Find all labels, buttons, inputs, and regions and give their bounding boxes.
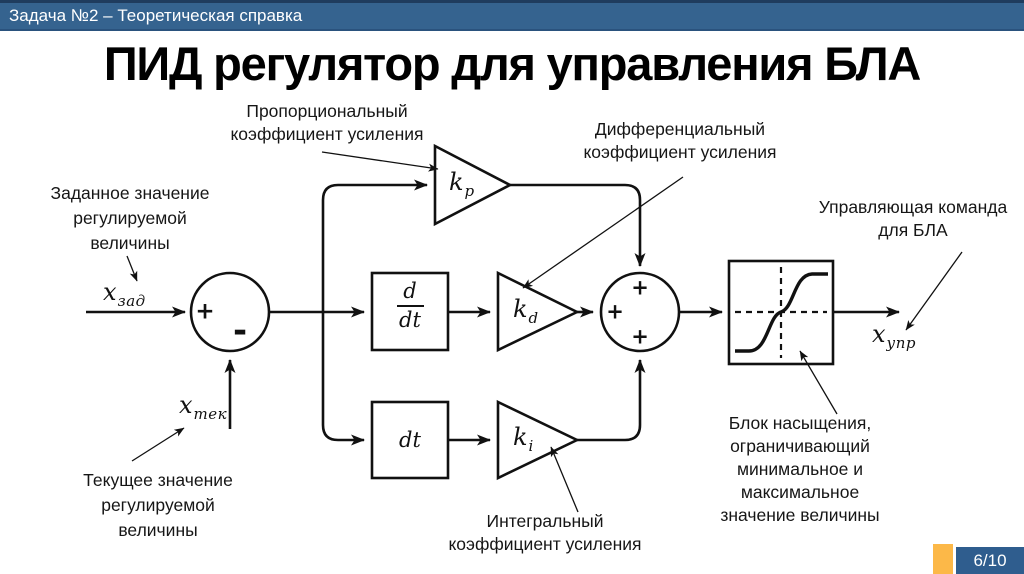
math-x-setpoint-base: x — [103, 278, 117, 306]
math-x-current-base: x — [179, 391, 193, 419]
integral-block — [370, 400, 450, 480]
math-integral-dt: dt — [399, 428, 421, 452]
kp-out-line — [510, 183, 646, 267]
math-x-setpoint: xзад — [103, 279, 146, 314]
page-number: 6/10 — [973, 550, 1007, 570]
kd-gain-triangle — [496, 270, 580, 353]
math-ki-base: k — [513, 423, 528, 451]
page-title: ПИД регулятор для управления БЛА — [103, 37, 922, 90]
math-kp-sub: p — [464, 182, 475, 200]
math-x-current: xтек — [179, 392, 227, 427]
page-number-badge: 6/10 — [956, 547, 1024, 574]
label-setpoint: Заданное значение регулируемой величины — [50, 183, 210, 253]
label-proportional-gain: Пропорциональный коэффициент усиления — [230, 101, 424, 144]
command-pointer-arrow — [905, 251, 963, 331]
math-derivative-denominator: dt — [399, 308, 421, 332]
math-kd-base: k — [513, 295, 528, 323]
branch-up-line — [321, 179, 428, 312]
math-ki: ki — [513, 424, 534, 459]
footer-accent-bar — [933, 544, 953, 574]
sum1-minus-sign: - — [232, 311, 248, 351]
math-kp: kp — [449, 169, 475, 204]
integral-pointer-arrow — [550, 446, 579, 513]
ki-gain-triangle — [496, 399, 580, 481]
current-pointer-arrow — [131, 427, 185, 462]
kp-gain-triangle — [433, 143, 513, 227]
math-derivative-numerator: d — [403, 279, 417, 303]
sum2-left-plus-sign: + — [606, 299, 624, 324]
label-integral-gain: Интегральный коэффициент усиления — [448, 511, 642, 554]
math-kd: kd — [513, 296, 539, 331]
math-x-output-sub: упр — [886, 334, 917, 352]
label-control-command: Управляющая команда для БЛА — [818, 197, 1008, 240]
math-ki-sub: i — [528, 437, 534, 455]
math-x-setpoint-sub: зад — [117, 292, 146, 310]
sum2-top-plus-sign: + — [631, 275, 649, 300]
label-current-value: Текущее значение регулируемой величины — [83, 470, 233, 540]
math-x-current-sub: тек — [193, 405, 228, 423]
ki-out-line — [577, 359, 646, 442]
header-bar: Задача №2 – Теоретическая справка — [0, 0, 1024, 31]
sum1-plus-sign: + — [195, 298, 215, 325]
branch-down-line — [321, 312, 365, 446]
saturation-curve — [735, 272, 828, 353]
differential-pointer-arrow — [522, 176, 684, 289]
sum2-bottom-plus-sign: + — [631, 324, 649, 349]
math-kp-base: k — [449, 168, 464, 196]
fraction-bar — [396, 305, 424, 307]
proportional-pointer-arrow — [321, 151, 439, 172]
saturation-pointer-arrow — [799, 350, 838, 415]
math-derivative-fraction: d dt — [392, 280, 428, 332]
math-kd-sub: d — [528, 309, 539, 327]
label-differential-gain: Дифференциальный коэффициент усиления — [583, 119, 777, 162]
math-x-output-base: x — [872, 320, 886, 348]
label-saturation-block: Блок насыщения, ограничивающий минимальн… — [720, 413, 880, 525]
math-x-output: xупр — [872, 321, 916, 356]
header-title: Задача №2 – Теоретическая справка — [9, 6, 303, 25]
setpoint-pointer-arrow — [126, 255, 138, 282]
